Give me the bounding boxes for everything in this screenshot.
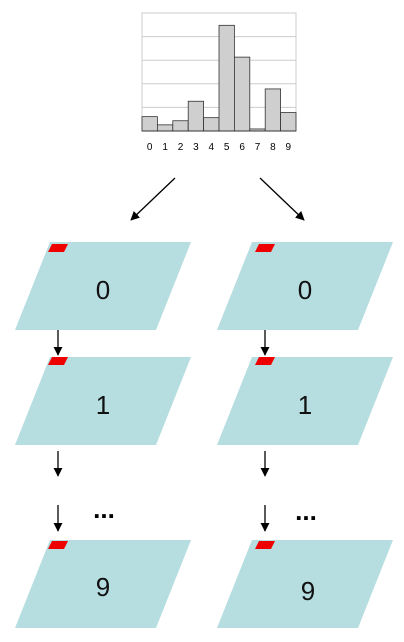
- card-marker: [48, 244, 68, 252]
- left-card-1: 1: [15, 357, 191, 445]
- histogram-bar-4: [203, 117, 220, 132]
- left-stack: 0 1 ... 9: [15, 242, 191, 628]
- card-label: 0: [298, 275, 312, 305]
- x-tick-label: 1: [162, 142, 168, 153]
- x-tick-label: 3: [193, 142, 199, 153]
- card-label: 9: [96, 572, 110, 602]
- ellipsis: ...: [93, 494, 115, 524]
- arrow-to-left-stack: [130, 177, 176, 221]
- card-label: 0: [96, 275, 110, 305]
- card-marker: [48, 541, 68, 549]
- right-card-0: 0: [217, 242, 393, 330]
- right-card-1: 1: [217, 357, 393, 445]
- histogram-bar-9: [280, 112, 297, 132]
- x-tick-label: 8: [270, 142, 276, 153]
- card-panel: [217, 242, 393, 330]
- card-marker: [255, 541, 275, 549]
- histogram-bar-8: [264, 88, 282, 132]
- card-panel: [217, 540, 393, 628]
- x-tick-label: 5: [224, 142, 230, 153]
- card-marker: [255, 357, 275, 365]
- histogram-bar-3: [187, 100, 204, 132]
- card-panel: [15, 242, 191, 330]
- x-tick-label: 7: [255, 142, 261, 153]
- histogram-bar-5: [218, 24, 235, 132]
- card-label: 1: [298, 390, 312, 420]
- histogram-bar-1: [156, 124, 174, 132]
- x-tick-label: 2: [178, 142, 184, 153]
- x-tick-label: 4: [209, 142, 215, 153]
- histogram-bar-6: [233, 56, 251, 132]
- x-tick-label: 9: [286, 142, 292, 153]
- card-label: 1: [96, 390, 110, 420]
- card-panel: [15, 357, 191, 445]
- card-panel: [15, 540, 191, 628]
- x-tick-label: 0: [147, 142, 153, 153]
- card-panel: [217, 357, 393, 445]
- card-label: 9: [301, 576, 315, 606]
- ellipsis: ...: [295, 496, 317, 526]
- right-card-9: 9: [217, 540, 393, 628]
- x-tick-label: 6: [239, 142, 245, 153]
- left-card-0: 0: [15, 242, 191, 330]
- histogram-bars: [141, 24, 297, 132]
- card-marker: [255, 244, 275, 252]
- histogram-bar-0: [141, 116, 158, 132]
- histogram-bar-2: [172, 120, 189, 132]
- arrow-to-right-stack: [259, 177, 305, 221]
- right-stack: 0 1 ... 9: [217, 242, 393, 628]
- card-marker: [48, 357, 68, 365]
- left-card-9: 9: [15, 540, 191, 628]
